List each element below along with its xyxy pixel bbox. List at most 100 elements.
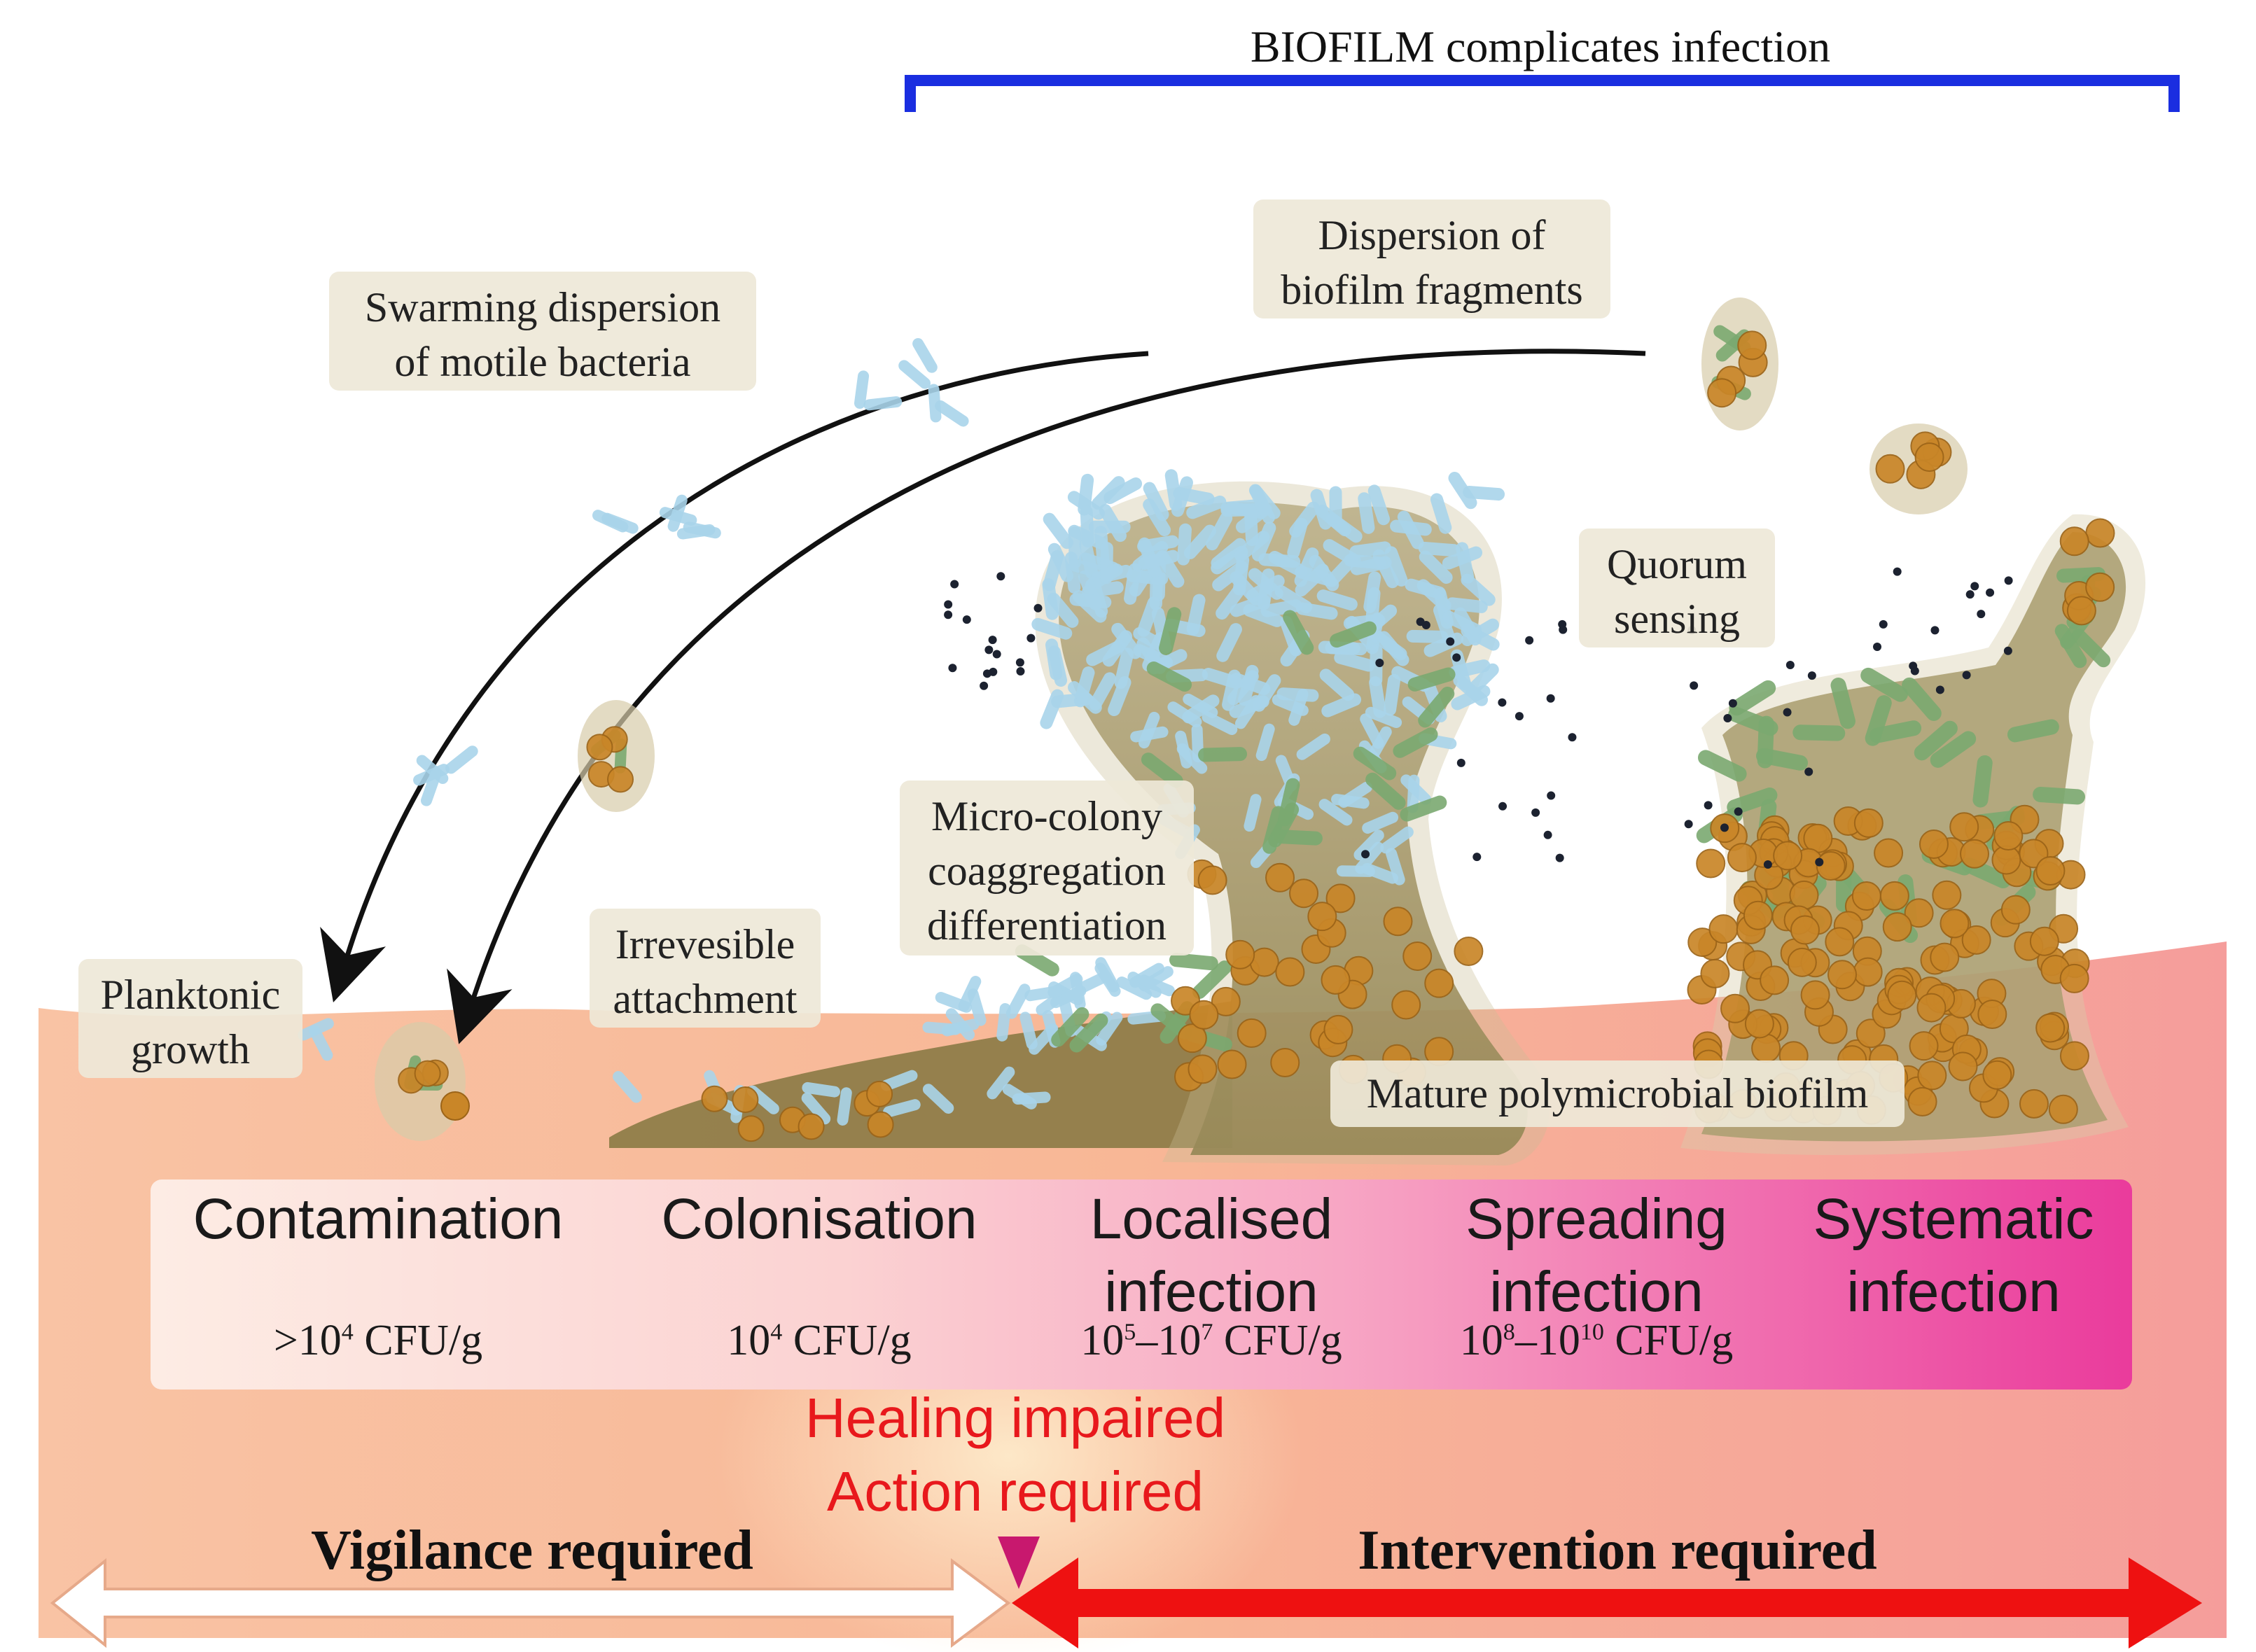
rod-bacterium — [1353, 746, 1397, 780]
motile-bacterium — [1068, 526, 1082, 569]
quorum-signal-dot — [1785, 661, 1795, 670]
coccus-bacterium — [440, 1091, 470, 1121]
quorum-signal-dot — [1498, 802, 1508, 811]
rod-bacterium — [1262, 806, 1286, 854]
coccus-bacterium — [1391, 990, 1421, 1020]
motile-bacterium — [1442, 546, 1483, 570]
cfu-value: 105–107 CFU/g — [1080, 1317, 1342, 1364]
coccus-bacterium — [1744, 1009, 1774, 1039]
stage-contamination: Contamination >104 CFU/g — [175, 1183, 581, 1379]
motile-bacterium — [1370, 630, 1407, 661]
coccus-bacterium — [1197, 865, 1227, 895]
coccus-bacterium — [1855, 1018, 1886, 1049]
quorum-signal-dot — [1970, 582, 1979, 591]
rod-bacterium — [1902, 677, 1942, 721]
coccus-bacterium — [2066, 596, 2096, 626]
quorum-signal-dot — [948, 664, 957, 673]
motile-bacterium — [898, 360, 931, 389]
rod-bacterium — [1914, 720, 1958, 761]
coccus-bacterium — [867, 1111, 894, 1138]
motile-bacterium — [837, 1087, 852, 1126]
quorum-signal-dot — [1734, 807, 1743, 816]
motile-bacterium — [683, 522, 721, 539]
coccus-bacterium — [1961, 925, 1991, 955]
quorum-signal-dot — [944, 610, 953, 620]
coccus-bacterium — [607, 766, 634, 793]
quorum-signal-dot — [1723, 714, 1732, 723]
coccus-bacterium — [2059, 526, 2089, 556]
quorum-signal-dot — [1515, 712, 1524, 721]
coccus-bacterium — [798, 1113, 825, 1140]
rod-bacterium — [1729, 680, 1776, 716]
motile-bacterium — [1344, 554, 1386, 570]
motile-bacterium — [883, 1099, 921, 1118]
motile-bacterium — [935, 400, 969, 427]
coccus-bacterium — [1270, 1048, 1300, 1078]
coccus-bacterium — [1853, 808, 1884, 838]
label-quorum-sensing: Quorum sensing — [1579, 528, 1775, 648]
coccus-bacterium — [1907, 1086, 1937, 1116]
motile-bacterium — [1336, 865, 1375, 877]
rod-bacterium — [2054, 624, 2087, 668]
coccus-bacterium — [1977, 1000, 2007, 1030]
motile-bacterium — [1103, 477, 1143, 505]
motile-bacterium — [1234, 694, 1262, 729]
quorum-signal-dot — [982, 669, 991, 678]
label-planktonic-growth: Planktonic growth — [78, 959, 302, 1078]
coccus-bacterium — [1904, 898, 1934, 928]
motile-bacterium — [928, 384, 942, 423]
rod-bacterium — [1418, 686, 1455, 728]
coccus-bacterium — [1909, 1031, 1939, 1061]
motile-bacterium — [1316, 589, 1358, 611]
motile-bacterium — [1167, 701, 1202, 728]
rod-bacterium — [2033, 787, 2086, 805]
rod-bacterium — [1972, 755, 1993, 808]
coccus-bacterium — [1949, 812, 1979, 842]
quorum-signal-dot — [1546, 694, 1555, 703]
coccus-bacterium — [1825, 927, 1855, 957]
motile-bacterium — [613, 1071, 642, 1103]
stage-colonisation: Colonisation 104 CFU/g — [616, 1183, 1022, 1379]
motile-bacterium — [1423, 632, 1463, 657]
motile-bacterium — [1349, 541, 1391, 559]
motile-bacterium — [1068, 559, 1110, 580]
biofilm-bracket — [905, 75, 2180, 112]
rod-bacterium — [1697, 750, 1747, 782]
coccus-bacterium — [1853, 957, 1883, 987]
quorum-signal-dot — [992, 650, 1001, 659]
rod-bacterium — [1283, 610, 1314, 655]
coccus-bacterium — [1993, 821, 2024, 851]
motile-bacterium — [1367, 484, 1390, 526]
coccus-bacterium — [1882, 912, 1912, 942]
motile-bacterium — [1111, 622, 1142, 659]
coccus-bacterium — [1687, 927, 1718, 958]
motile-bacterium — [1069, 593, 1112, 609]
quorum-signal-dot — [2004, 576, 2013, 585]
intervention-label: Intervention required — [1358, 1520, 1877, 1581]
coccus-bacterium — [2059, 963, 2089, 993]
rod-bacterium — [1330, 621, 1377, 648]
motile-bacterium — [1384, 546, 1408, 587]
vigilance-label: Vigilance required — [311, 1520, 753, 1581]
quorum-signal-dot — [1555, 853, 1564, 862]
quorum-signal-dot — [1568, 733, 1577, 742]
motile-bacterium — [1294, 547, 1319, 587]
coccus-bacterium — [1211, 986, 1241, 1016]
rod-bacterium — [1146, 661, 1192, 692]
motile-bacterium — [1029, 1023, 1059, 1055]
quorum-signal-dot — [1361, 850, 1370, 859]
motile-bacterium — [1047, 645, 1068, 687]
rod-bacterium — [1159, 607, 1182, 655]
motile-bacterium — [802, 1082, 840, 1098]
coccus-bacterium — [1696, 848, 1726, 878]
coccus-bacterium — [1720, 993, 1750, 1023]
coccus-bacterium — [1217, 1049, 1247, 1079]
motile-bacterium — [1419, 550, 1453, 584]
quorum-signal-dot — [1807, 671, 1816, 680]
coccus-bacterium — [1800, 980, 1830, 1010]
coccus-bacterium — [1914, 442, 1944, 472]
motile-bacterium — [1138, 550, 1180, 570]
coccus-bacterium — [1887, 980, 1917, 1010]
motile-bacterium — [1138, 974, 1175, 997]
